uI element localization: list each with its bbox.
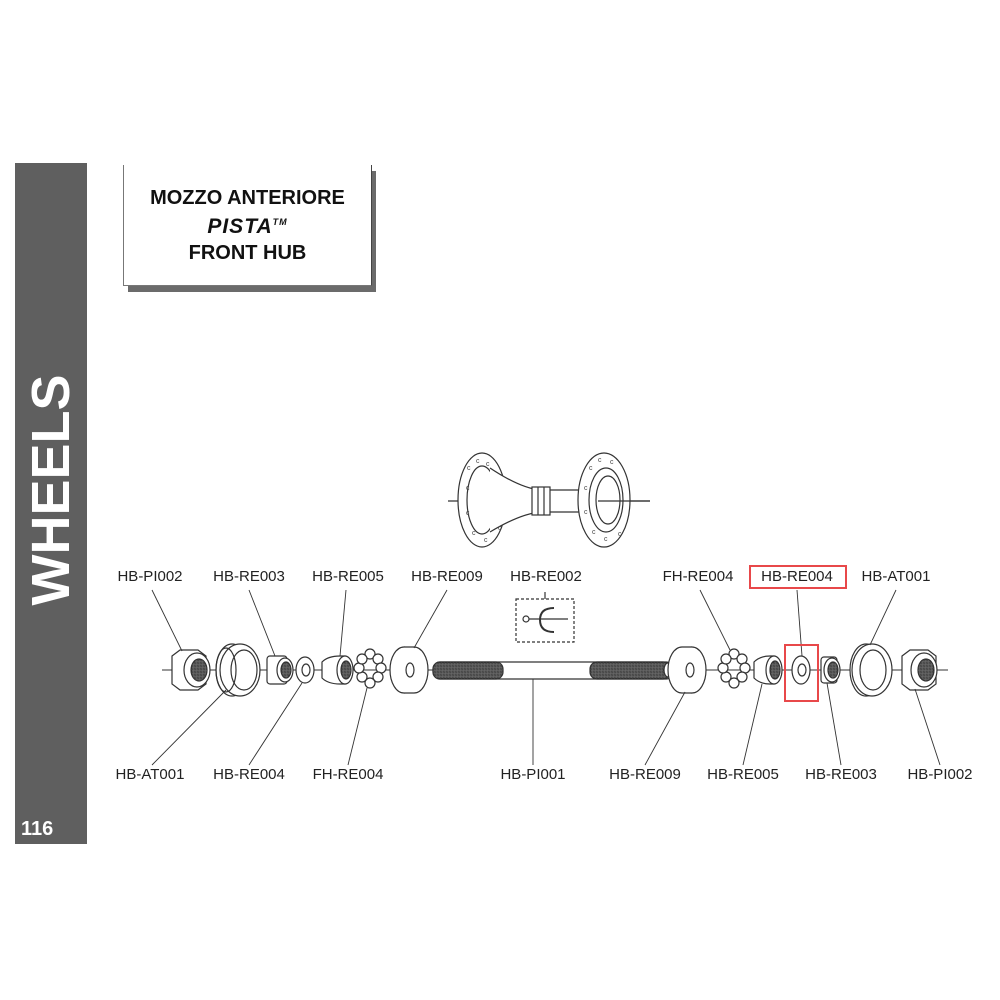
title-box: MOZZO ANTERIORE PISTATM FRONT HUB [123,165,372,286]
svg-text:c: c [584,509,588,516]
right-locknut-icon [901,649,938,691]
leader-lines [151,589,941,766]
axle-icon [432,661,674,680]
part-label-fh-re004-top: FH-RE004 [662,568,734,585]
svg-text:c: c [589,465,593,472]
svg-text:c: c [466,485,470,492]
part-label-hb-re009-top: HB-RE009 [411,568,483,585]
part-label-hb-pi002-top: HB-PI002 [117,568,183,585]
right-bearing-cup-icon [667,646,707,694]
svg-text:c: c [484,537,488,544]
model-name: PISTA [207,215,273,238]
part-label-hb-re005-bottom: HB-RE005 [707,766,779,783]
svg-text:c: c [604,536,608,543]
svg-text:c: c [610,459,614,466]
highlight-label-box [749,565,847,589]
svg-text:c: c [584,485,588,492]
part-label-hb-at001-top: HB-AT001 [861,568,931,585]
right-cone-nut-icon [820,656,841,684]
svg-text:c: c [498,525,502,532]
part-label-hb-pi001-bottom: HB-PI001 [500,766,566,783]
left-bearing-cup-icon [389,646,429,694]
page-number: 116 [21,818,54,840]
title-model: PISTATM [124,215,371,239]
right-washer-icon [791,655,811,685]
left-dust-cap-icon [215,643,261,697]
part-label-hb-re003-top: HB-RE003 [213,568,285,585]
svg-text:c: c [592,529,596,536]
left-cone-nut-icon [266,655,294,685]
right-dust-cap-icon [849,643,893,697]
left-cone-icon [321,655,354,685]
left-bearing-balls-icon [353,648,387,689]
trademark-mark: TM [272,217,288,227]
svg-text:c: c [486,461,490,468]
right-bearing-balls-icon [717,648,751,689]
part-label-fh-re004-bottom: FH-RE004 [312,766,384,783]
left-locknut-icon [171,649,211,691]
part-label-hb-re003-bottom: HB-RE003 [805,766,877,783]
part-label-hb-re004-top: HB-RE004 [761,568,833,585]
part-label-hb-re002-top: HB-RE002 [510,568,582,585]
highlight-part-box [784,644,819,702]
svg-text:c: c [466,510,470,517]
retaining-clip-icon [515,592,575,643]
svg-text:c: c [472,530,476,537]
svg-text:c: c [618,531,622,538]
part-label-hb-at001-bottom: HB-AT001 [115,766,185,783]
title-italian: MOZZO ANTERIORE [150,187,345,209]
svg-text:c: c [598,457,602,464]
part-label-hb-re004-bottom: HB-RE004 [213,766,285,783]
section-sidebar [15,163,87,844]
part-label-hb-re009-bottom: HB-RE009 [609,766,681,783]
svg-text:c: c [476,458,480,465]
part-label-hb-pi002-bottom: HB-PI002 [907,766,973,783]
right-cone-icon [753,655,783,685]
svg-text:c: c [467,465,471,472]
left-washer-icon [295,656,315,684]
part-label-hb-re005-top: HB-RE005 [312,568,384,585]
title-english: FRONT HUB [188,242,307,264]
